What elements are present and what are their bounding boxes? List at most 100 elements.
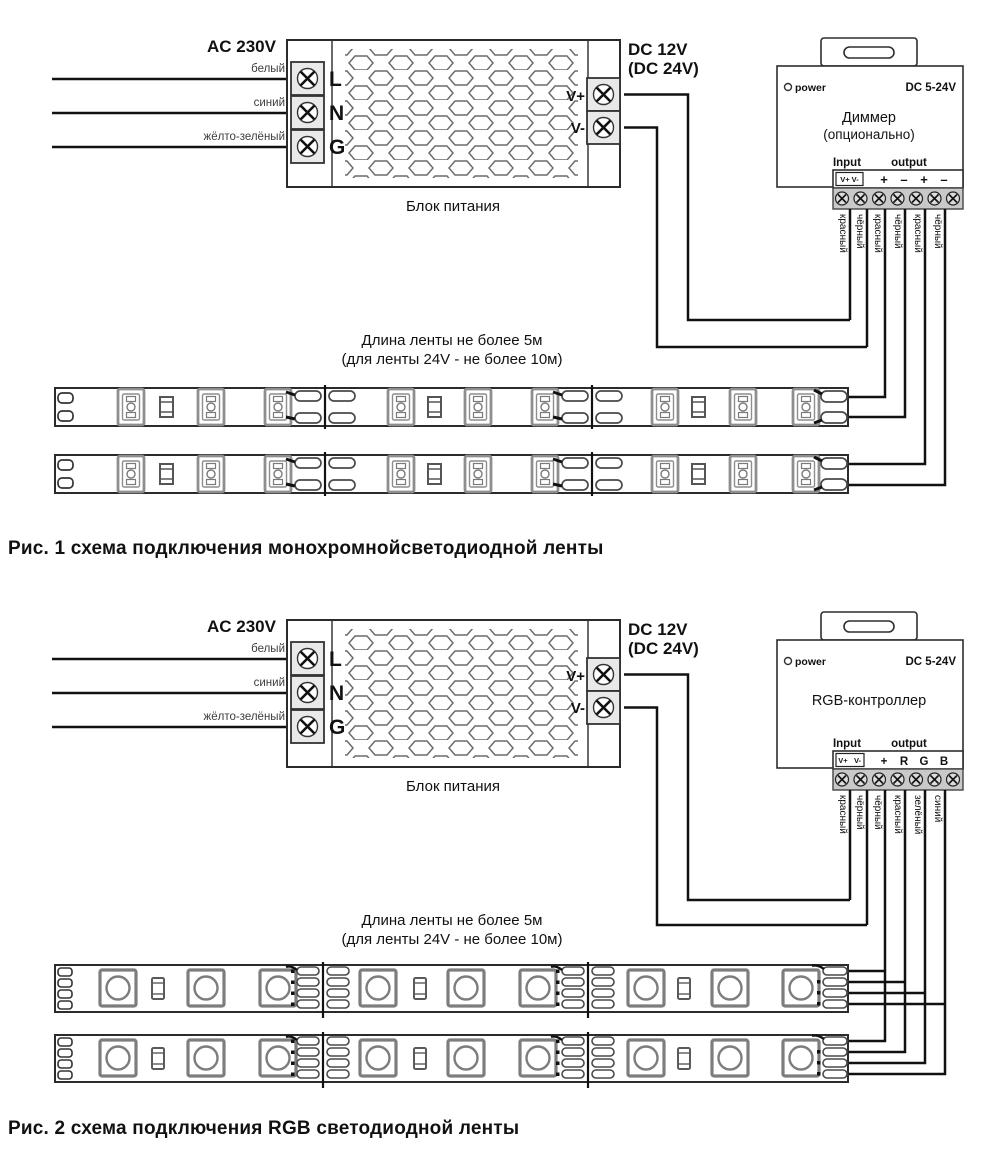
wire-label-vertical: красный	[872, 214, 883, 253]
dimmer-name-line2: (опционально)	[823, 127, 914, 142]
output-label: output	[891, 738, 927, 750]
wire-color-label: жёлто-зелёный	[204, 131, 285, 143]
vminus-wire	[624, 126, 867, 349]
wire-color-label: белый	[251, 63, 285, 75]
power-led-icon	[783, 656, 793, 666]
ac-input-wires: AC 230V белый синий жёлто-зелёный	[52, 37, 296, 149]
dimmer-name-line1: Диммер	[842, 110, 896, 126]
psu-caption: Блок питания	[406, 198, 500, 215]
output-mark: +	[920, 172, 928, 187]
psu-caption: Блок питания	[406, 778, 500, 795]
dc-voltage-line2: (DC 24V)	[628, 59, 699, 78]
screw	[853, 772, 868, 787]
terminal-label: B	[940, 756, 948, 768]
input-terminal-box	[835, 171, 864, 187]
terminal-label: R	[900, 756, 909, 768]
terminal-label-G: G	[329, 716, 345, 739]
input-label: Input	[833, 738, 861, 750]
terminal-label-N: N	[329, 682, 344, 705]
strip-length-note: Длина ленты не более 5м (для ленты 24V -…	[341, 912, 562, 948]
screw	[927, 772, 942, 787]
dimmer: power DC 5-24V Диммер (опционально) Inpu…	[776, 37, 964, 487]
note-line2: (для ленты 24V - не более 10м)	[341, 351, 562, 368]
controller-name: RGB-контроллер	[812, 693, 926, 709]
mono-led-strip-2	[55, 452, 848, 496]
wire-color-label: белый	[251, 643, 285, 655]
ac-input-wires: AC 230V белый синий жёлто-зелёный	[52, 617, 296, 729]
power-label: power	[795, 82, 826, 94]
dc-voltage-line1: DC 12V	[628, 40, 688, 59]
output-label-vplus: V+	[566, 88, 585, 105]
wire-color-label: синий	[254, 97, 285, 109]
wire-label-vertical: чёрный	[932, 214, 943, 249]
psu-to-controller-wires	[624, 673, 867, 927]
vplus-wire	[624, 673, 850, 902]
terminal-label-G: G	[329, 136, 345, 159]
psu-to-dimmer-wires	[624, 93, 867, 349]
figure-1: AC 230V белый синий жёлто-зелёный L N G …	[8, 37, 964, 559]
screw	[834, 191, 850, 206]
screw	[890, 772, 905, 787]
power-supply-unit: L N G V+ V- Блок питания	[287, 620, 620, 795]
output-label: output	[891, 157, 927, 169]
dimmer-output-wire	[847, 209, 907, 419]
figure1-caption: Рис. 1 схема подключения монохромнойсвет…	[8, 538, 604, 559]
output-label-vplus: V+	[566, 668, 585, 685]
screw	[908, 772, 924, 787]
rgb-controller: power DC 5-24V RGB-контроллер Input outp…	[776, 611, 964, 1076]
dc-output-label: DC 12V (DC 24V)	[628, 620, 699, 658]
controller-mount-slot	[843, 620, 895, 633]
dc-output-label: DC 12V (DC 24V)	[628, 40, 699, 78]
dimmer-output-wire	[847, 209, 887, 399]
note-line1: Длина ленты не более 5м	[362, 332, 543, 349]
controller-output-wire	[847, 790, 927, 1065]
output-label-vminus: V-	[571, 700, 585, 717]
controller-body	[776, 639, 964, 769]
wire-label-vertical: зелёный	[912, 795, 923, 834]
controller-output-wire	[847, 790, 947, 1076]
note-line1: Длина ленты не более 5м	[362, 912, 543, 929]
terminal-label-L: L	[329, 68, 342, 91]
controller-output-wire	[847, 790, 887, 1043]
screw	[871, 191, 887, 206]
rgb-led-strip-2	[55, 1032, 848, 1088]
wire-color-label: синий	[254, 677, 285, 689]
wire-label-vertical: синий	[932, 795, 943, 822]
power-label: power	[795, 656, 826, 668]
dimmer-output-wire	[847, 209, 927, 466]
rgb-led-strip-1	[55, 962, 848, 1018]
dc-voltage-line1: DC 12V	[628, 620, 688, 639]
output-mark: +	[880, 172, 888, 187]
dimmer-mount-slot	[843, 46, 895, 59]
wire-label-vertical: красный	[892, 795, 903, 834]
dimmer-body	[776, 65, 964, 188]
note-line2: (для ленты 24V - не более 10м)	[341, 931, 562, 948]
vminus-wire	[624, 706, 867, 927]
screw	[890, 191, 905, 206]
dimmer-voltage-label: DC 5-24V	[906, 82, 957, 94]
dc-voltage-line2: (DC 24V)	[628, 639, 699, 658]
wire-label-vertical: чёрный	[892, 214, 903, 249]
ac-voltage-label: AC 230V	[207, 37, 277, 56]
wire-label-vertical: чёрный	[872, 795, 883, 830]
wire-label-vertical: чёрный	[854, 795, 865, 830]
ac-voltage-label: AC 230V	[207, 617, 277, 636]
screw	[871, 772, 887, 787]
terminal-label-N: N	[329, 102, 344, 125]
screw	[945, 772, 961, 787]
controller-output-wire	[847, 790, 907, 1054]
input-terminal-labels: V+ V-	[840, 175, 859, 184]
terminal-label: V-	[854, 756, 862, 765]
power-led-icon	[783, 82, 793, 92]
output-label-vminus: V-	[571, 120, 585, 137]
wire-color-label: жёлто-зелёный	[204, 711, 285, 723]
figure-2: AC 230V белый синий жёлто-зелёный L N G …	[8, 611, 964, 1139]
screw	[908, 191, 924, 206]
output-mark: –	[940, 172, 947, 187]
input-label: Input	[833, 157, 861, 169]
screw	[945, 191, 961, 206]
wire-label-vertical: красный	[837, 795, 848, 834]
screw	[853, 191, 868, 206]
